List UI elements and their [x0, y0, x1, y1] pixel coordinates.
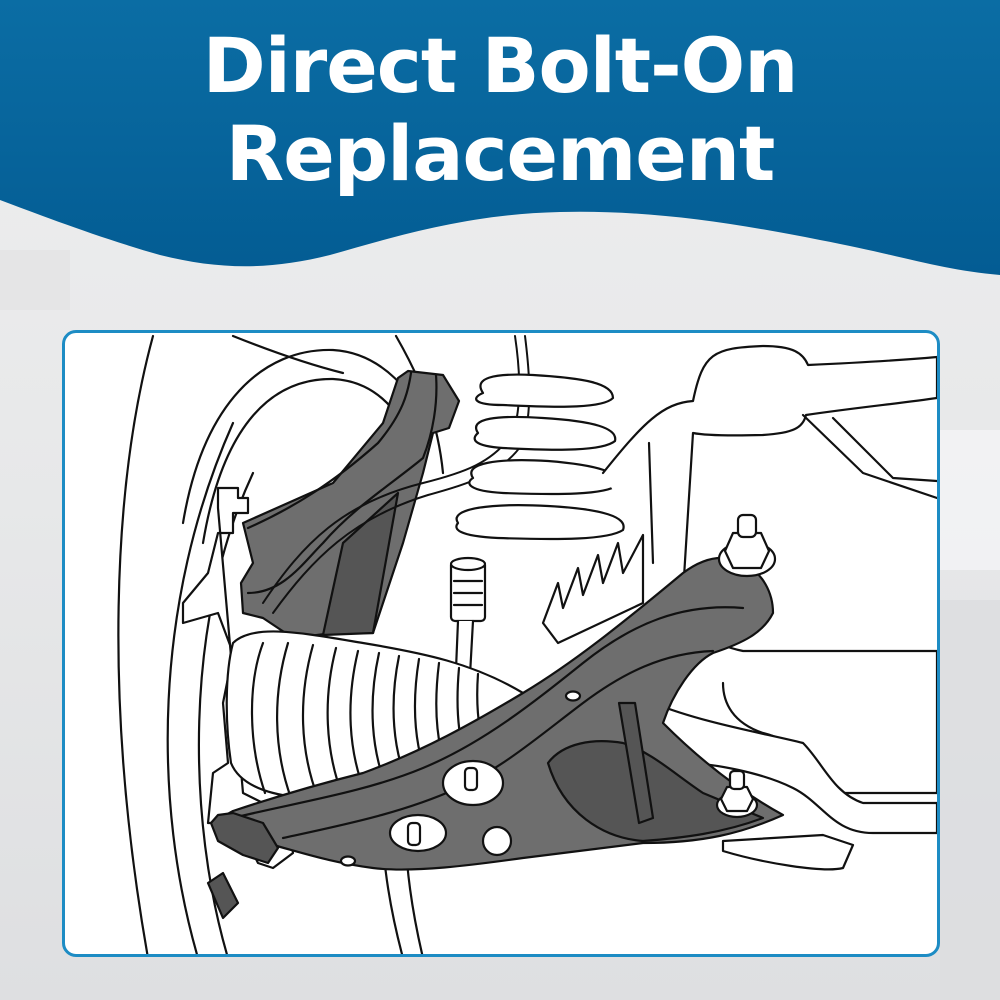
headline-line-2: Replacement	[225, 109, 776, 198]
mount-hole-3	[481, 825, 513, 857]
upper-arm-shadow	[321, 491, 400, 637]
abs-sensor	[206, 871, 240, 920]
ball-joint-bushing	[209, 811, 280, 865]
headline-line-1: Direct Bolt-On	[202, 21, 799, 110]
rack-boot-icon	[541, 533, 645, 645]
stud-icon	[406, 766, 479, 847]
subframe-lower	[651, 701, 937, 835]
illustration-panel	[62, 330, 940, 957]
mounting-bolt-upper-icon	[717, 513, 777, 578]
lower-control-arm	[209, 556, 785, 871]
coil-spring-icon	[455, 373, 625, 541]
header-banner	[0, 0, 1000, 275]
headline: Direct Bolt-On Replacement	[0, 22, 1000, 198]
steering-knuckle	[181, 486, 295, 870]
mounting-bolt-lower-icon	[715, 769, 759, 819]
bracket-tab	[721, 833, 855, 871]
suspension-illustration	[117, 334, 937, 954]
